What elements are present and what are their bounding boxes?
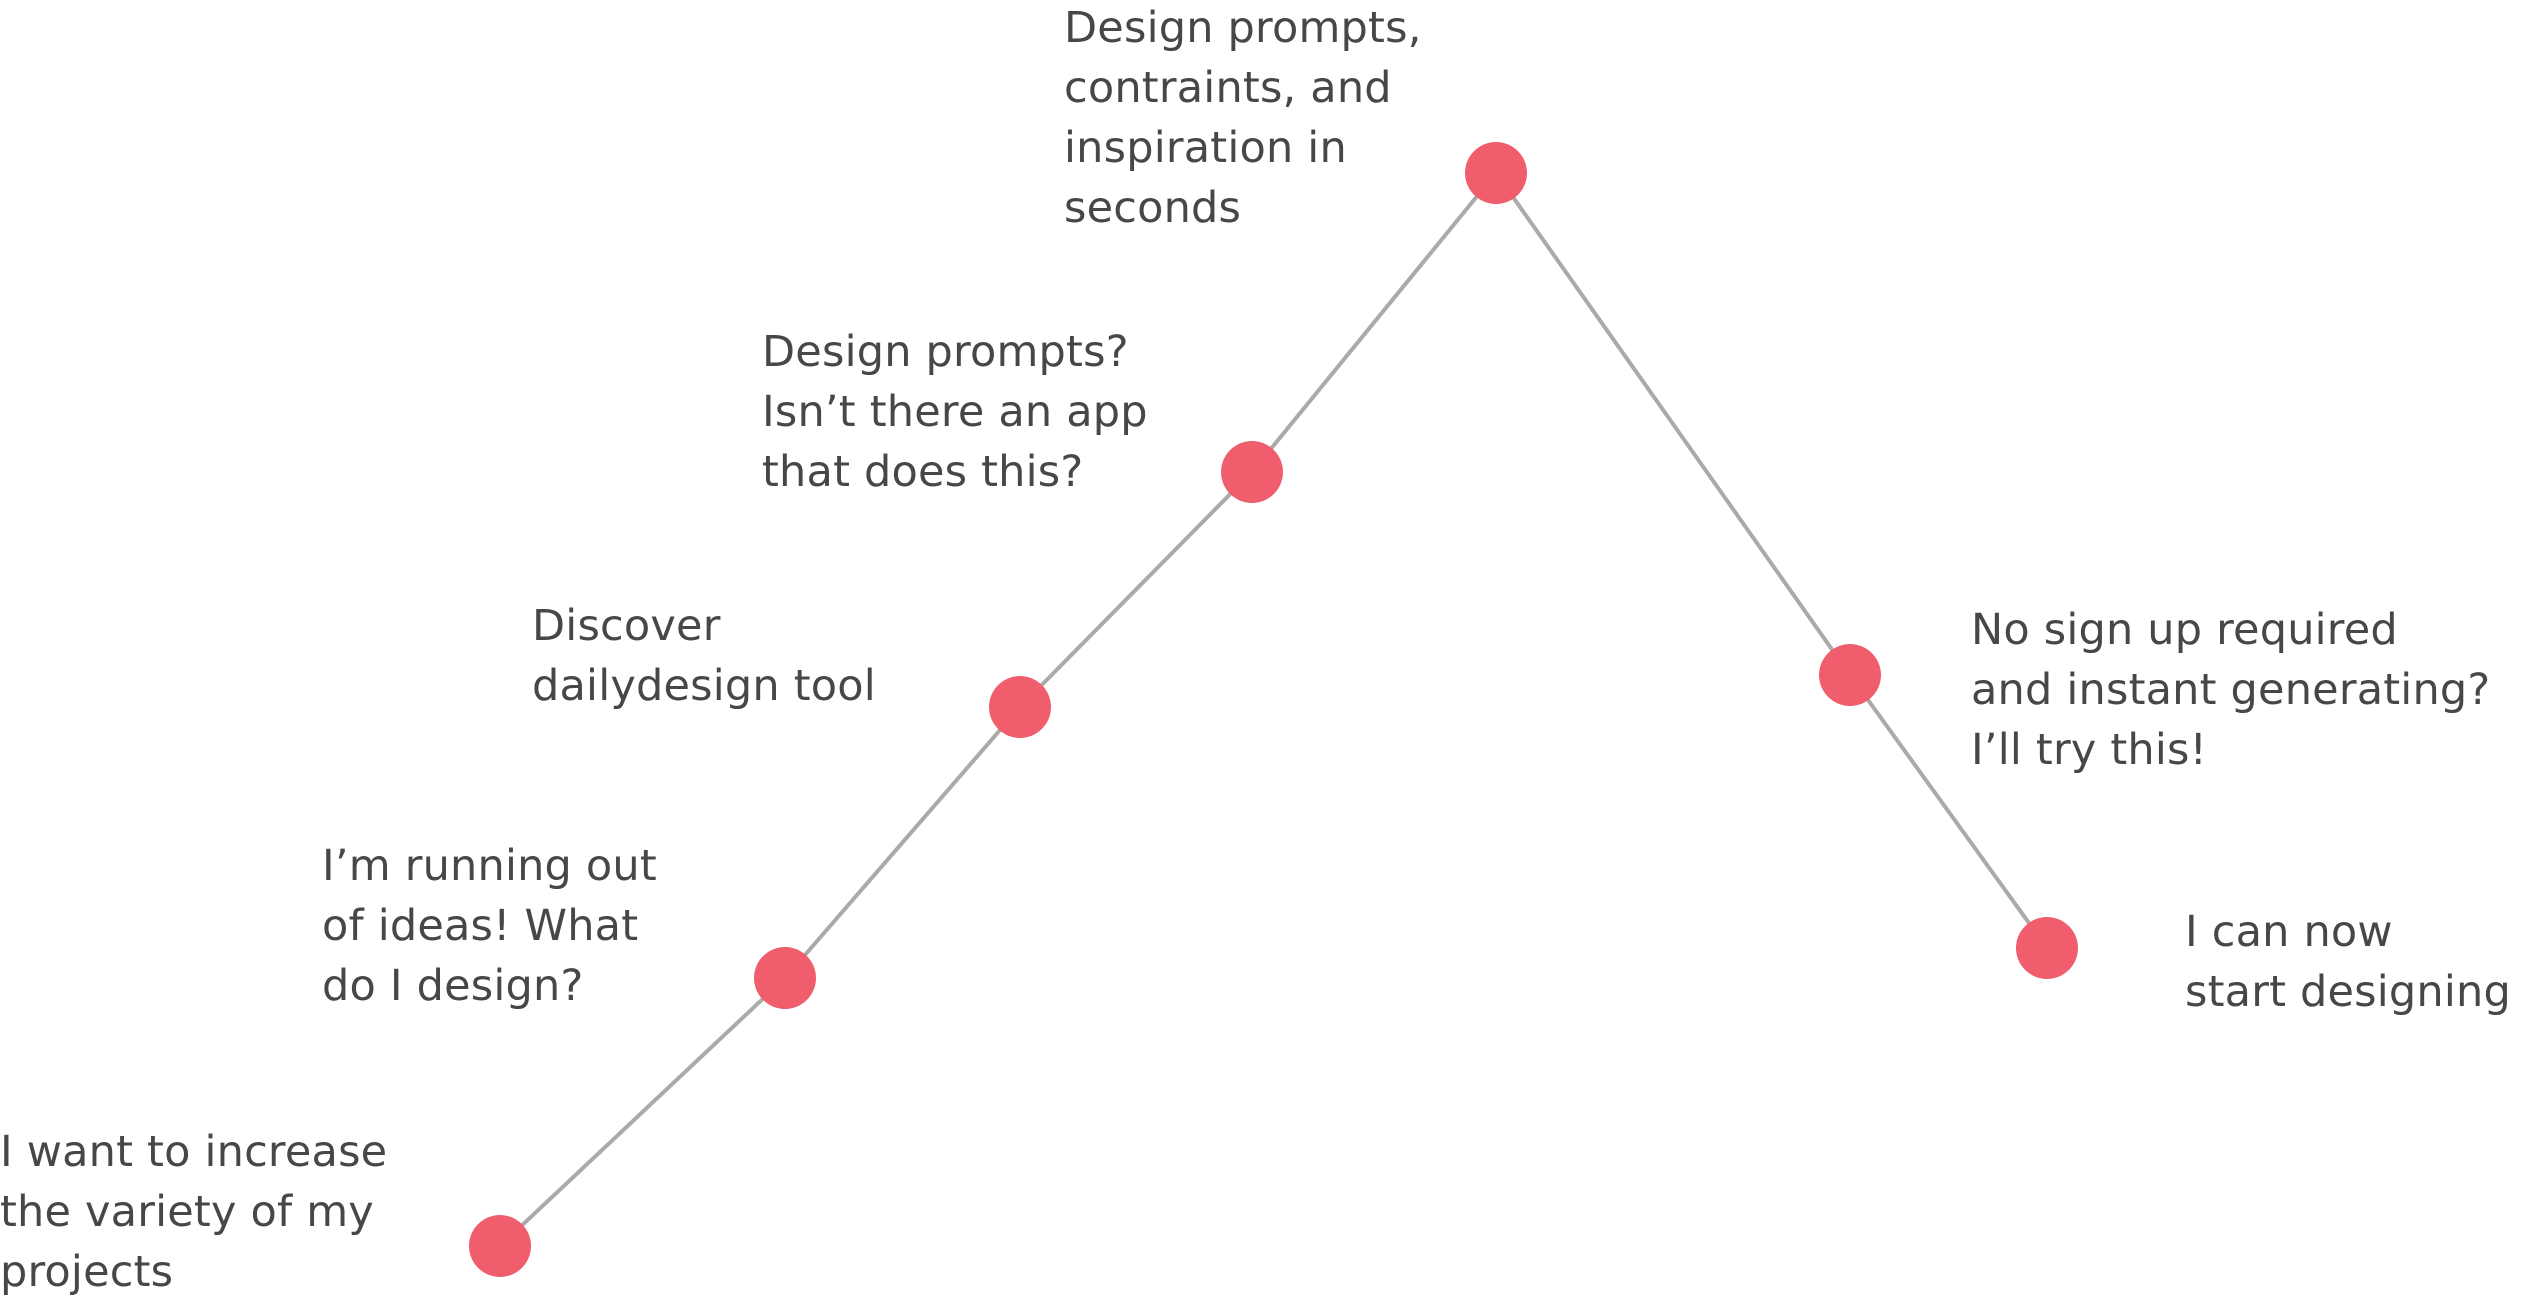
step-label-line: the variety of my [0, 1187, 374, 1237]
step-label-line: contraints, and [1064, 63, 1392, 113]
step-node [2016, 917, 2078, 979]
step-label-no-signup: No sign up required and instant generatin… [1971, 600, 2490, 780]
step-label-line: of ideas! What [322, 901, 639, 951]
step-label-line: I’ll try this! [1971, 725, 2208, 775]
step-label-line: do I design? [322, 961, 584, 1011]
connector-line [1250, 171, 1498, 474]
step-node [1819, 644, 1881, 706]
step-label-line: Design prompts? [762, 327, 1129, 377]
step-label-line: I want to increase [0, 1127, 388, 1177]
step-label-start-designing: I can now start designing [2185, 902, 2511, 1022]
step-node [989, 676, 1051, 738]
step-node [754, 947, 816, 1009]
step-label-line: seconds [1064, 183, 1242, 233]
step-label-discover: Discover dailydesign tool [532, 596, 876, 716]
step-label-line: projects [0, 1247, 174, 1297]
step-label-increase-variety: I want to increase the variety of my proje… [0, 1122, 387, 1302]
step-label-line: dailydesign tool [532, 661, 876, 711]
step-label-running-out: I’m running out of ideas! What do I design… [322, 836, 657, 1016]
step-label-line: I’m running out [322, 841, 657, 891]
connector-line [498, 976, 787, 1248]
connector-line [1494, 171, 1852, 677]
step-label-app-question: Design prompts? Isn’t there an app that do… [762, 322, 1148, 502]
step-node [1465, 142, 1527, 204]
step-label-line: I can now [2185, 907, 2393, 957]
step-label-line: Design prompts, [1064, 3, 1422, 53]
step-label-line: start designing [2185, 967, 2511, 1017]
connector-line [1018, 470, 1254, 709]
step-label-peak: Design prompts, contraints, and inspiratio… [1064, 0, 1422, 238]
step-node [1221, 441, 1283, 503]
step-label-line: Isn’t there an app [762, 387, 1148, 437]
connector-line [783, 705, 1022, 980]
connector-line [1848, 673, 2049, 950]
step-label-line: that does this? [762, 447, 1084, 497]
step-label-line: inspiration in [1064, 123, 1347, 173]
step-label-line: and instant generating? [1971, 665, 2491, 715]
step-label-line: No sign up required [1971, 605, 2398, 655]
step-label-line: Discover [532, 601, 721, 651]
step-node [469, 1215, 531, 1277]
